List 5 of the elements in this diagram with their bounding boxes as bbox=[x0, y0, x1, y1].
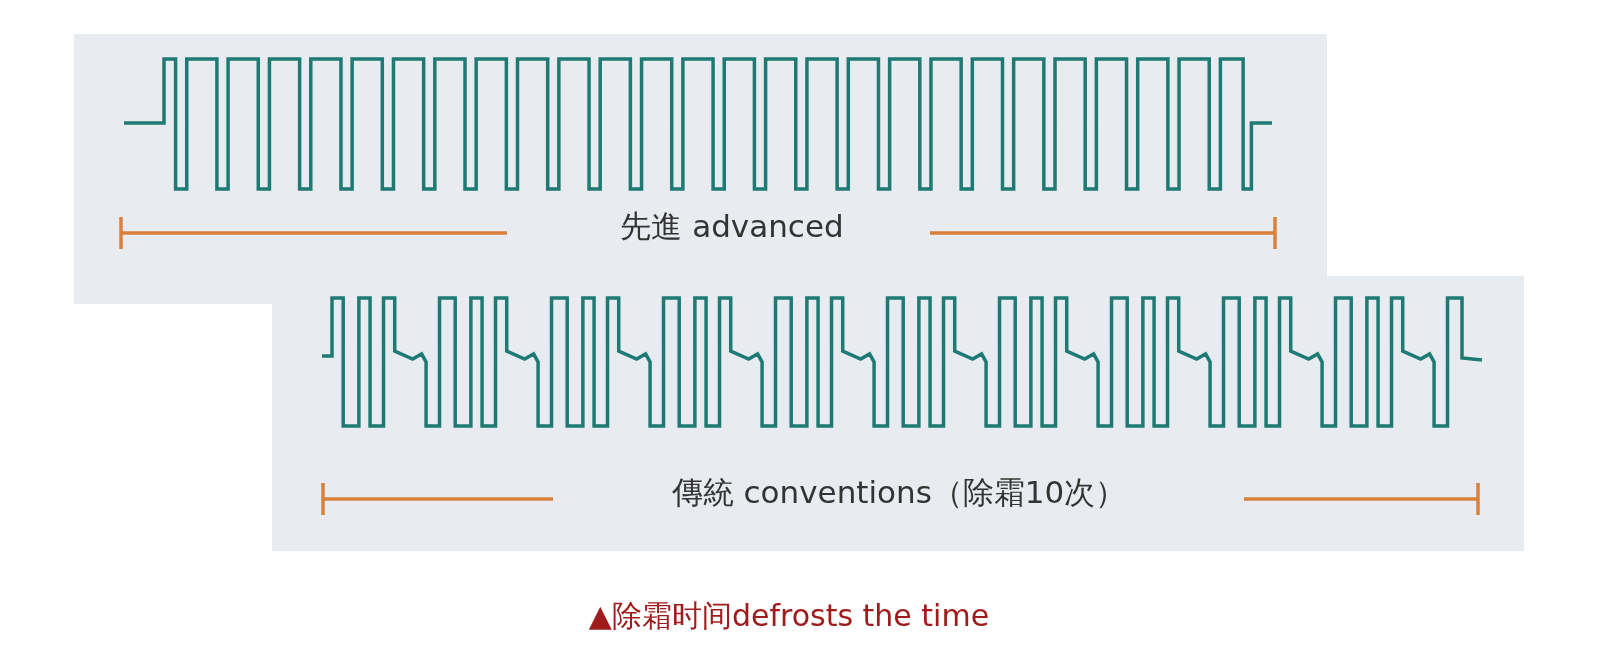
waveform-panel bbox=[272, 276, 1524, 551]
waveform-panel bbox=[74, 34, 1327, 304]
duration-label: 傳統 conventions（除霜10次） bbox=[671, 473, 1127, 512]
figure-caption: ▲除霜时间defrosts the time bbox=[588, 597, 990, 635]
duration-label: 先進 advanced bbox=[620, 207, 844, 246]
